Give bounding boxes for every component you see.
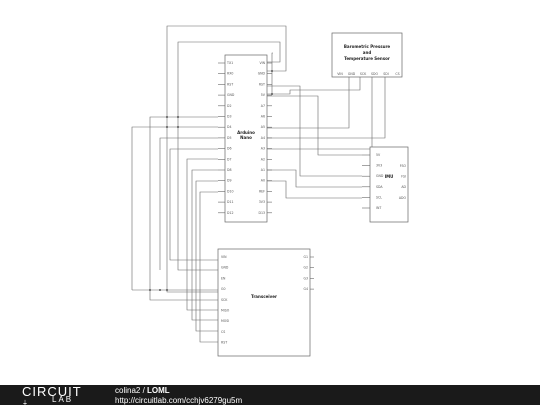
logo-text-top: CIRCUIT (22, 384, 82, 399)
transceiver-pin-right: G2 (304, 266, 309, 270)
transceiver-pin-left: GND (221, 266, 229, 270)
arduino-pin-left: GND (227, 93, 235, 97)
imu-pin-left: GND (376, 174, 384, 178)
arduino-pin-left: D4 (227, 125, 231, 129)
baro-pin: VIN (337, 72, 343, 76)
arduino-pin-right: VIN (259, 61, 265, 65)
imu-pin-left: 3V3 (376, 164, 382, 168)
transceiver-pin-left: SCK (221, 298, 228, 302)
baro-title-3: Temperature Sensor (344, 56, 390, 61)
transceiver-pin-left: EN (221, 276, 226, 280)
arduino-pin-right: 3V3 (259, 200, 265, 204)
imu-title: IMU (385, 174, 394, 179)
arduino-pin-right: REF (259, 189, 265, 193)
arduino-pin-left: D2 (227, 104, 231, 108)
arduino-pin-right: A6 (261, 115, 265, 119)
transceiver-pin-left: CS (221, 330, 225, 334)
arduino-pin-right: A7 (261, 104, 265, 108)
arduino-pin-left: D9 (227, 179, 231, 183)
transceiver-pin-left: VIN (221, 255, 227, 259)
imu-pin-left: INT (376, 206, 381, 210)
circuitlab-logo[interactable]: CIRCUIT ⏚ LAB (22, 384, 92, 407)
junctions (149, 70, 273, 291)
circuit-url[interactable]: http://circuitlab.com/cchjv6279gu5m (115, 396, 243, 405)
arduino-pin-left: TX1 (226, 61, 233, 65)
baro-pin: SDI (383, 72, 388, 76)
author-name[interactable]: colina2 (115, 386, 141, 395)
arduino-pin-left: D6 (227, 147, 231, 151)
imu-pin-right: AD (401, 185, 406, 189)
transceiver-pin-left: MOSI (221, 319, 229, 323)
transceiver-pin-left: G0 (221, 287, 226, 291)
arduino-pin-right: A2 (261, 157, 265, 161)
arduino-pin-right: 5V (261, 93, 266, 97)
arduino-pin-right: A5 (261, 125, 265, 129)
arduino-pin-left: D12 (227, 211, 234, 215)
circuit-caption: colina2 / LOML (115, 386, 170, 395)
barometric-sensor[interactable]: Barometric Pressure and Temperature Sens… (331, 32, 403, 78)
transceiver-pin-left: MISO (221, 309, 230, 313)
arduino-pin-left: D3 (227, 115, 231, 119)
arduino-pin-right: A4 (261, 136, 265, 140)
arduino-pin-right: GND (258, 72, 266, 76)
wires (131, 25, 386, 343)
arduino-pin-right: A0 (261, 179, 265, 183)
arduino-pin-right: A3 (261, 147, 265, 151)
transceiver-pin-right: G3 (304, 276, 309, 280)
arduino-pin-left: RX0 (227, 72, 233, 76)
transceiver-pin-right: G1 (304, 255, 309, 259)
imu-pin-right: FSI (401, 175, 406, 179)
logo-text-bottom: LAB (52, 395, 74, 404)
transceiver-pin-right: G4 (304, 287, 309, 291)
baro-pin: SCK (360, 72, 367, 76)
baro-title-2: and (363, 50, 372, 55)
transceiver-title: Transceiver (251, 294, 277, 299)
baro-title-1: Barometric Pressure (344, 44, 391, 49)
caption-separator: / (140, 386, 148, 395)
resistor-icon: ⏚ (22, 400, 29, 407)
imu-pin-left: 5V (376, 153, 381, 157)
imu-pin-right: FSO (400, 164, 407, 168)
arduino-pin-left: D5 (227, 136, 231, 140)
baro-pin: GND (348, 72, 356, 76)
arduino-title-1: Arduino (237, 130, 255, 135)
imu-pin-left: SDA (376, 185, 383, 189)
arduino-pin-left: D10 (227, 189, 234, 193)
baro-pin: CS (395, 72, 399, 76)
baro-pin: SDO (371, 72, 378, 76)
imu-pin-left: SCL (376, 195, 382, 199)
arduino-pin-left: RST (227, 82, 233, 86)
footer-bar: CIRCUIT ⏚ LAB colina2 / LOML http://circ… (0, 384, 540, 407)
arduino-pin-left: D8 (227, 168, 231, 172)
arduino-pin-left: D11 (227, 200, 234, 204)
arduino-pin-left: D7 (227, 157, 231, 161)
arduino-title-2: Nano (240, 135, 252, 140)
arduino-pin-right: A1 (261, 168, 265, 172)
circuit-title: LOML (147, 386, 170, 395)
imu-pin-right: ADO (399, 196, 407, 200)
arduino-pin-right: D13 (258, 211, 265, 215)
arduino-pin-right: RST (259, 82, 265, 86)
transceiver-pin-left: RST (221, 341, 227, 345)
